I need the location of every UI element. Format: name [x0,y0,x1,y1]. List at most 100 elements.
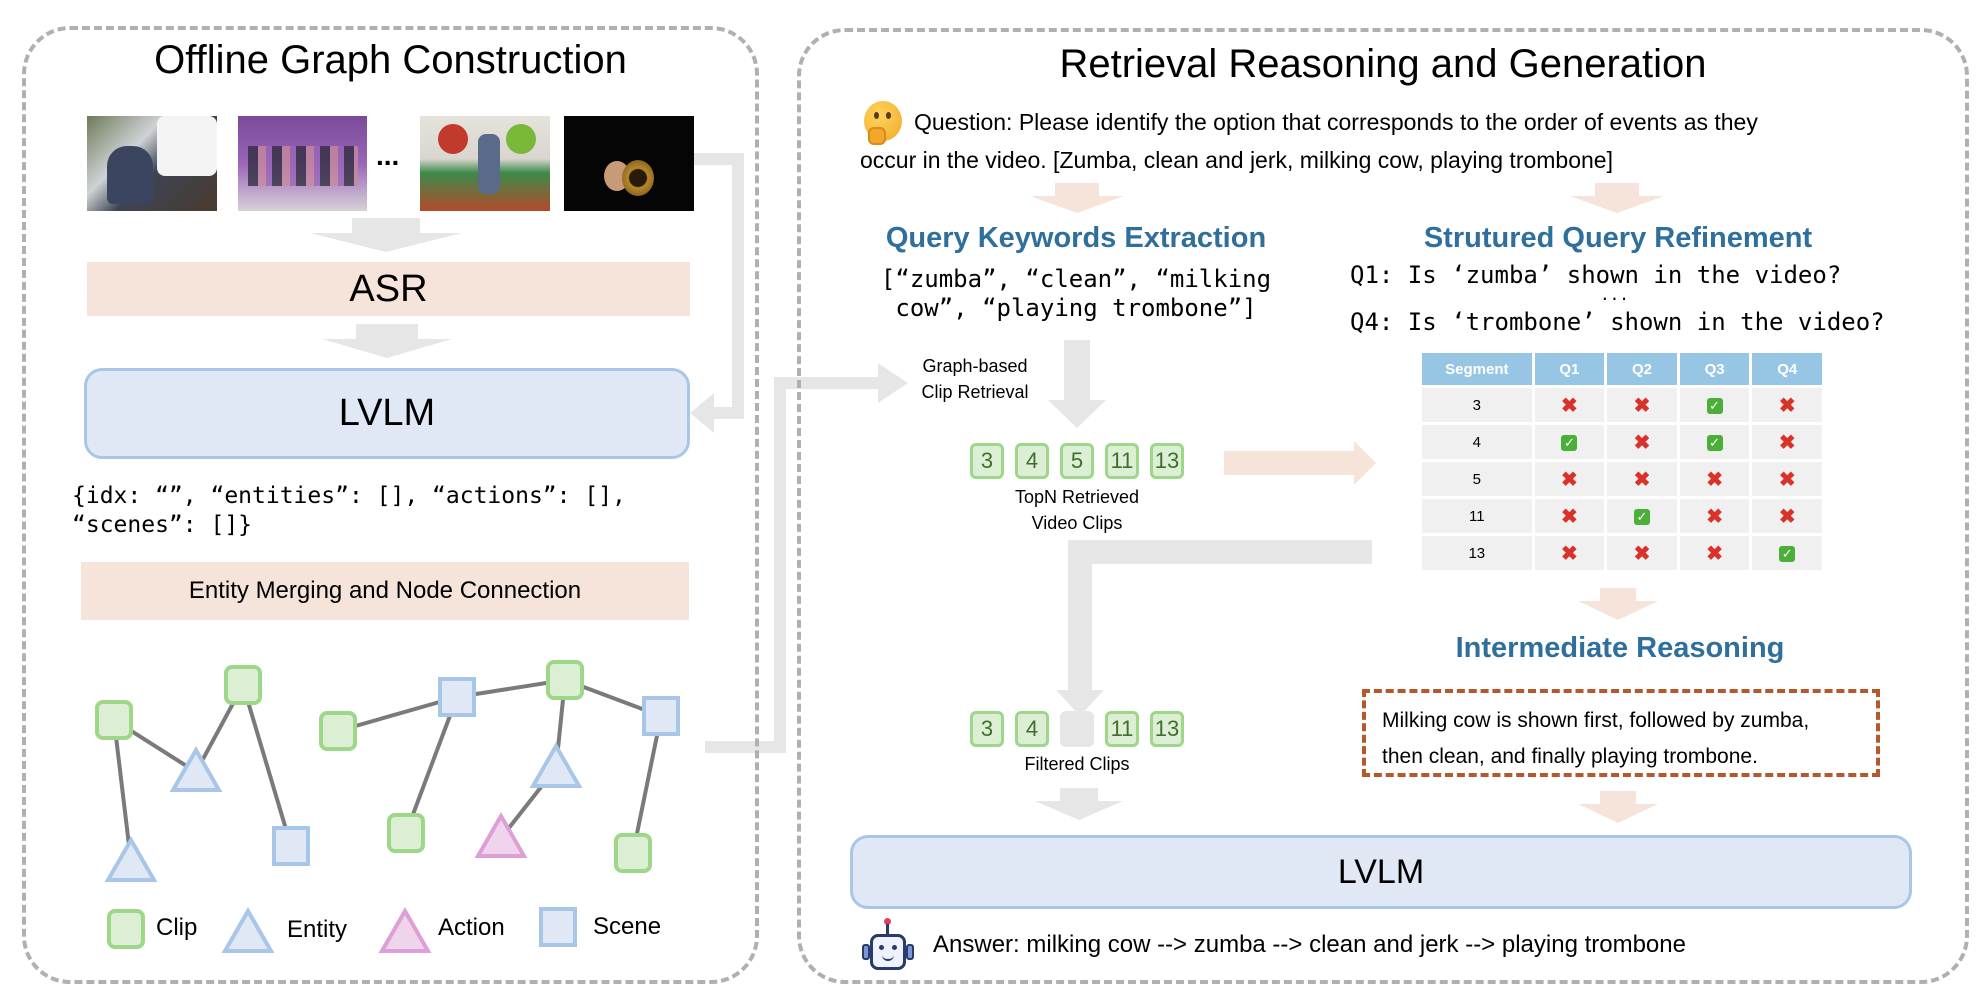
answer-cell: ✖ [1607,536,1677,570]
entity-node [169,745,223,792]
cross-icon: ✖ [1561,542,1578,565]
table-row: 4✓✖✓✖ [1422,425,1822,459]
answer-cell: ✖ [1534,536,1605,570]
clip-node [546,660,584,700]
clip-node [224,665,262,705]
entity-merging-block: Entity Merging and Node Connection [81,562,689,620]
json-template-line: {idx: “”, “entities”: [], “actions”: [], [72,483,626,509]
reasoning-to-lvlm-arrow [1578,791,1658,823]
answer-cell: ✖ [1534,388,1605,422]
answer-text: Answer: milking cow --> zumba --> clean … [933,931,1686,958]
cross-icon: ✖ [1633,468,1651,491]
answer-cell: ✓ [1679,425,1750,459]
answer-cell: ✖ [1607,388,1677,422]
answer-cell: ✖ [1752,499,1822,533]
asr-to-lvlm-arrow [322,324,452,358]
lifter-shape [478,134,500,194]
question-to-keywords-arrow [1030,183,1124,213]
plate-shape [506,124,536,154]
json-template-line: “scenes”: []} [72,512,253,538]
graph-edge [631,715,663,854]
clip-node [319,711,357,751]
reasoning-heading: Intermediate Reasoning [1455,632,1785,664]
frames-ellipsis: ... [376,140,400,171]
action-node [474,811,528,858]
offline-graph-panel [22,26,759,984]
keywords-line: [“zumba”, “clean”, “milking [880,265,1272,293]
clean-and-jerk-frame [420,116,550,211]
thinking-face-icon [864,101,904,145]
lvlm-label: LVLM [1337,852,1425,891]
reasoning-line: Milking cow is shown first, followed by … [1382,709,1810,732]
removed-clip-slot [1060,711,1094,747]
graph-legend [107,906,577,953]
left-lvlm-block: LVLM [84,368,690,459]
cross-icon: ✖ [1706,505,1723,528]
asr-label: ASR [349,267,428,310]
answer-cell: ✖ [1679,462,1750,496]
answer-cell: ✓ [1679,388,1750,422]
retrieved-clip: 4 [1015,443,1049,479]
robot-icon [860,918,914,974]
retrieval-label-line: Clip Retrieval [921,382,1029,402]
filtered-to-lvlm-arrow [1035,788,1123,820]
clip-node [614,833,652,873]
filtered-clip: 13 [1150,711,1184,747]
segment-id-cell: 3 [1422,388,1532,422]
check-icon: ✓ [1706,397,1723,414]
graph-clip-retrieval-label: Graph-based Clip Retrieval [910,353,1040,405]
legend-scene-label: Scene [593,913,662,940]
answer-cell: ✓ [1752,536,1822,570]
refinement-heading: Strutured Query Refinement [1423,222,1813,254]
question-line: occur in the video. [Zumba, clean and je… [860,147,1613,173]
cross-icon: ✖ [1561,505,1578,528]
answer-cell: ✖ [1534,462,1605,496]
cross-icon: ✖ [1633,394,1651,417]
retrieval-reasoning-panel [797,28,1969,984]
graph-edge [404,696,459,834]
table-header-q1: Q1 [1534,353,1605,385]
trombone-frame [564,116,694,211]
json-template: {idx: “”, “entities”: [], “actions”: [],… [72,482,626,540]
entity-merging-label: Entity Merging and Node Connection [188,577,582,604]
answer-cell: ✖ [1534,499,1605,533]
check-icon: ✓ [1634,508,1650,525]
retrieved-clip: 5 [1060,443,1094,479]
offline-panel-title: Offline Graph Construction [154,38,627,82]
refinement-q4: Q4: Is ‘trombone’ shown in the video? [1350,308,1885,336]
answer-cell: ✖ [1752,462,1822,496]
zumba-frame [238,116,367,211]
keywords-list: [“zumba”, “clean”, “milking cow”, “playi… [870,265,1282,323]
cross-icon: ✖ [1633,431,1651,454]
cross-icon: ✖ [1561,468,1578,491]
answer-cell: ✖ [1752,425,1822,459]
retrieval-panel-title: Retrieval Reasoning and Generation [1059,42,1707,86]
table-to-filtered-arrow [1056,540,1372,716]
table-row: 13✖✖✖✓ [1422,536,1822,570]
segment-id-cell: 5 [1422,462,1532,496]
legend-action-icon [378,906,432,953]
filtered-clip: 3 [970,711,1004,747]
retrieved-clip: 11 [1105,443,1139,479]
table-to-reasoning-arrow [1578,588,1658,620]
answer-cell: ✖ [1752,388,1822,422]
plate-shape [438,124,468,154]
cross-icon: ✖ [1778,468,1796,491]
asr-block: ASR [87,262,690,316]
legend-entity-icon [221,906,275,953]
segment-id-cell: 4 [1422,425,1532,459]
dancers-shape [248,146,358,186]
right-lvlm-block: LVLM [850,835,1912,909]
lvlm-label: LVLM [338,392,436,434]
table-header-q2: Q2 [1607,353,1677,385]
retrieval-label-line: Graph-based [922,356,1028,376]
filtered-label: Filtered Clips [1024,754,1130,774]
cow-shape [157,116,217,176]
answer-cell: ✖ [1607,425,1677,459]
keywords-to-topn-arrow [1048,340,1106,428]
keywords-heading: Query Keywords Extraction [885,222,1267,254]
segment-id-cell: 13 [1422,536,1532,570]
